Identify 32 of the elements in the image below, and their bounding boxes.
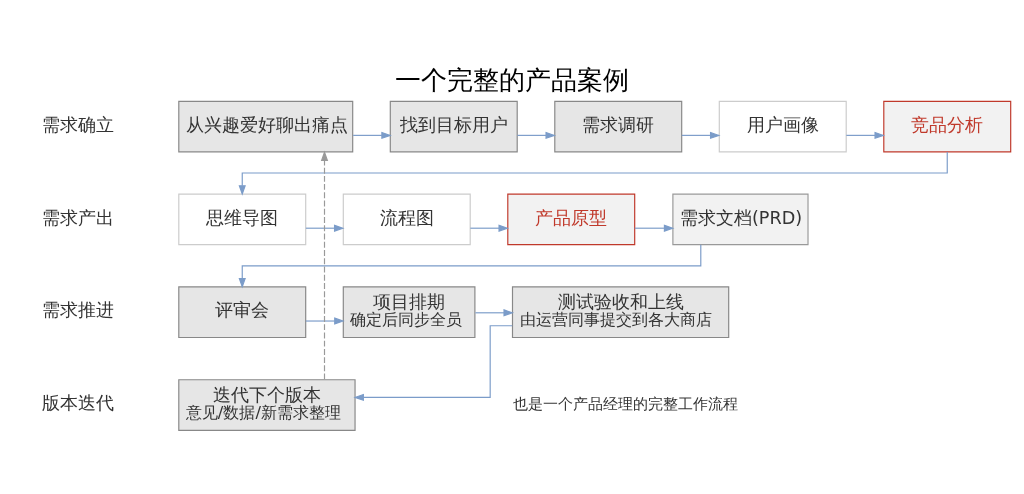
arrow	[680, 131, 721, 140]
node-box: 找到目标用户	[389, 100, 518, 153]
node-box: 迭代下个版本 意见/数据/新需求整理	[177, 379, 356, 431]
label: 需求确立	[41, 114, 114, 135]
arrow	[516, 131, 556, 140]
node-box: 需求文档(PRD)	[671, 193, 809, 246]
node-box: 测试验收和上线 由运营同事提交到各大商店	[511, 286, 729, 339]
arrow	[469, 224, 509, 232]
node-box: 从兴趣爱好聊出痛点	[177, 100, 353, 153]
node-box: 项目排期 确定后同步全员	[342, 286, 475, 339]
label: 需求推进	[41, 300, 114, 321]
arrow	[633, 224, 674, 232]
arrow	[304, 224, 345, 232]
arrow	[238, 151, 948, 196]
arrow	[845, 131, 885, 140]
diagram-title: 一个完整的产品案例	[395, 65, 629, 96]
arrow	[304, 317, 345, 325]
arrow	[474, 309, 514, 317]
node-box: 用户画像	[718, 100, 847, 153]
node-box: 思维导图	[177, 193, 306, 246]
node-box: 评审会	[177, 286, 306, 339]
arrow	[320, 150, 328, 380]
label: 版本迭代	[41, 393, 114, 414]
node-box: 需求调研	[553, 100, 682, 153]
node-box: 竞品分析	[882, 100, 1011, 153]
label: 也是一个产品经理的完整工作流程	[512, 395, 738, 414]
label: 需求产出	[41, 207, 114, 228]
arrow	[238, 244, 701, 289]
node-box: 流程图	[342, 193, 471, 246]
node-box: 产品原型	[506, 193, 635, 246]
arrow	[352, 325, 513, 402]
arrow	[352, 131, 392, 140]
